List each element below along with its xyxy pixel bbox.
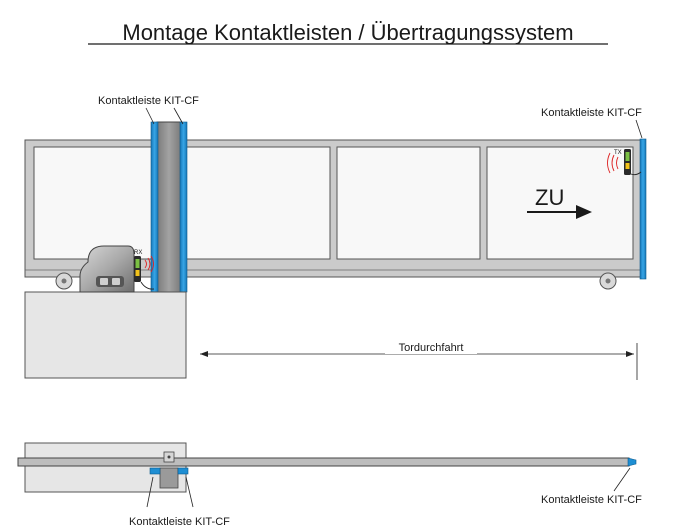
gate-panel-4 bbox=[486, 146, 634, 260]
gate-plan-view: Kontaktleiste KIT-CF Kontaktleiste KIT-C… bbox=[17, 442, 642, 528]
plan-contact-strip-right bbox=[177, 467, 189, 475]
plan-contact-strip-end bbox=[627, 457, 637, 467]
kit-cf-label-top-right: Kontaktleiste KIT-CF bbox=[541, 107, 642, 119]
gate-elevation: RX TX ZU bbox=[24, 95, 647, 380]
gate-panel-2 bbox=[185, 146, 331, 260]
rx-label: RX bbox=[134, 250, 142, 256]
contact-strip-post-right bbox=[179, 121, 188, 293]
wheel-right bbox=[599, 272, 617, 290]
rx-receiver: RX bbox=[134, 250, 155, 290]
page-title: Montage Kontaktleisten / Übertragungssys… bbox=[122, 20, 573, 45]
gate-panel-3 bbox=[336, 146, 481, 260]
motor-base-block bbox=[24, 291, 187, 379]
gate-motor bbox=[79, 245, 135, 293]
wheel-left bbox=[55, 272, 73, 290]
plan-contact-strip-left bbox=[149, 467, 161, 475]
kit-cf-label-bottom-right: Kontaktleiste KIT-CF bbox=[541, 494, 642, 506]
passage-dimension: Tordurchfahrt bbox=[200, 340, 638, 380]
gate-post bbox=[156, 121, 182, 293]
plan-base-block bbox=[24, 442, 187, 493]
kit-cf-label-bottom-left: Kontaktleiste KIT-CF bbox=[129, 516, 230, 528]
plan-gate-bar bbox=[17, 457, 630, 467]
tx-label: TX bbox=[614, 150, 622, 156]
plan-post bbox=[159, 467, 179, 489]
direction-label: ZU bbox=[535, 185, 564, 210]
tx-transmitter: TX bbox=[607, 149, 642, 176]
contact-strip-right bbox=[639, 138, 647, 280]
passage-label: Tordurchfahrt bbox=[399, 342, 464, 354]
direction-indicator: ZU bbox=[527, 185, 592, 219]
contact-strip-post-left bbox=[150, 121, 159, 293]
kit-cf-label-top-left: Kontaktleiste KIT-CF bbox=[98, 95, 199, 107]
gate-panel-1 bbox=[33, 146, 153, 260]
